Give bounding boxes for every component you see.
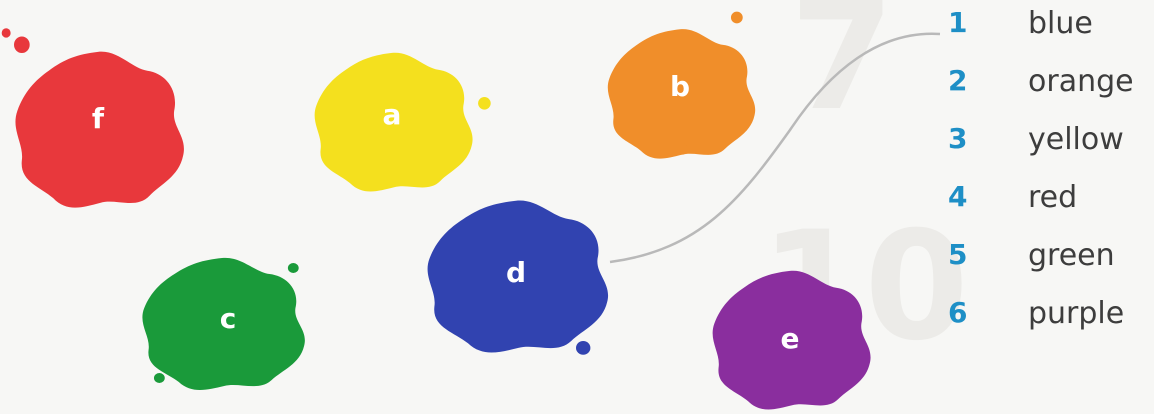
- colour-word-item[interactable]: 4 red: [948, 180, 1148, 238]
- splat-droplet: [731, 12, 743, 24]
- splat-droplet: [14, 36, 30, 53]
- splat-droplet: [2, 28, 11, 37]
- splat-letter-b: b: [670, 70, 690, 103]
- colour-word-item[interactable]: 3 yellow: [948, 122, 1148, 180]
- colour-word-item[interactable]: 2 orange: [948, 64, 1148, 122]
- colour-word: red: [1028, 180, 1077, 215]
- colour-word: orange: [1028, 64, 1134, 99]
- colour-word: green: [1028, 238, 1115, 273]
- colour-word: yellow: [1028, 122, 1124, 157]
- splat-letter-f: f: [92, 102, 105, 135]
- splat-droplet: [676, 143, 688, 155]
- item-number: 1: [948, 6, 978, 39]
- splat-droplet: [154, 373, 165, 383]
- colour-word-item[interactable]: 6 purple: [948, 296, 1148, 354]
- item-number: 5: [948, 238, 978, 271]
- item-number: 2: [948, 64, 978, 97]
- splat-droplet: [576, 341, 590, 355]
- colour-word-item[interactable]: 5 green: [948, 238, 1148, 296]
- paint-splat-a[interactable]: [315, 53, 491, 192]
- colour-word-item[interactable]: 1 blue: [948, 6, 1148, 64]
- item-number: 6: [948, 296, 978, 329]
- splat-letter-a: a: [383, 98, 402, 131]
- splat-letter-e: e: [781, 322, 800, 355]
- splat-droplet: [288, 263, 299, 273]
- colour-word: purple: [1028, 296, 1124, 331]
- item-number: 4: [948, 180, 978, 213]
- splat-letter-d: d: [506, 256, 526, 289]
- item-number: 3: [948, 122, 978, 155]
- colour-word: blue: [1028, 6, 1093, 41]
- colour-word-list: 1 blue 2 orange 3 yellow 4 red 5 green 6…: [948, 6, 1148, 354]
- splat-droplet: [478, 97, 491, 110]
- splat-letter-c: c: [220, 302, 237, 335]
